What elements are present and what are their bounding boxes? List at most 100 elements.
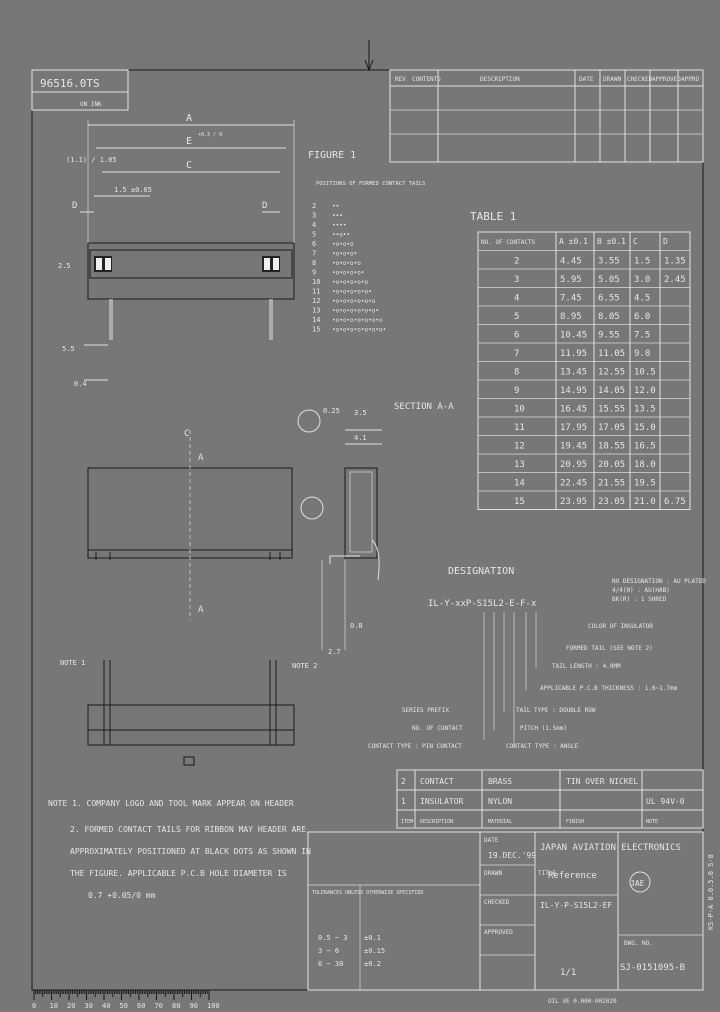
figure-1-position: 6 [312,240,316,248]
dim-left-2: 0.4 [74,380,87,388]
dim-35: 3.5 [354,409,367,417]
table-1-cell: 23.95 [560,497,587,507]
rev-header: DRAWN [603,76,621,83]
table-1-cell: 6.0 [634,312,650,322]
tolerance-value: ±0.2 [364,960,381,968]
figure-1: FIGURE 1 POSITIONS OF FORMED CONTACT TAI… [308,150,425,334]
materials-header: MATERIAL [488,819,512,825]
rev-header: APPRO [681,76,699,83]
company-name: JAPAN AVIATION ELECTRONICS [540,843,681,853]
revision-table: REV CONTENTS DESCRIPTION DATE DRAWN CHEC… [389,69,704,163]
figure-1-dots: •o•o•o•o•o [332,279,369,286]
designation-label: TAIL LENGTH : 4.0MM [552,663,621,670]
table-1-cell: 8.95 [560,312,582,322]
rev-header: APPROVED [652,76,681,83]
rev-header: CHECKED [627,76,653,83]
drawing-number-box [31,69,129,111]
dim-label-d-right: D [262,201,267,211]
rev-header: REV [395,76,406,83]
table-1-cell: 11 [514,423,525,433]
table-1-cell: 8 [514,368,519,378]
ruler-label: 50 [120,1002,128,1010]
checked-label: CHECKED [484,899,510,906]
part-title: IL-Y-P-S15L2-EF [540,901,612,910]
table-1-cell: 21.0 [634,497,656,507]
jae-logo-text: JAE [630,879,645,888]
dim-025: 0.25 [323,407,340,415]
table-1-cell: 8.05 [598,312,620,322]
materials-cell: 1 [401,797,406,806]
figure-1-position: 11 [312,288,320,296]
table-1-title: TABLE 1 [470,210,516,223]
table-1-cell: 21.55 [598,479,625,489]
table-1-cell: 4.45 [560,257,582,267]
materials-cell: NYLON [488,797,512,806]
dim-08: 0.8 [350,622,363,630]
dim-label-b: E [186,136,192,147]
figure-1-dots: ••• [332,213,343,220]
table-1-cell: 11.05 [598,349,625,359]
table-1-cell: 20.95 [560,460,587,470]
section-mark-a-bottom: A [198,605,204,615]
figure-1-dots: •••• [332,222,346,229]
table-1-cell: 1.5 [634,257,650,267]
table-1-cell: 9.55 [598,331,620,341]
figure-1-position: 15 [312,326,320,334]
ruler-label: 80 [172,1002,180,1010]
table-1-header: NO. OF CONTACTS [481,239,536,246]
bottom-view: NOTE 1 NOTE 2 [60,659,317,766]
tolerance-range: 0.5 ~ 3 [318,934,348,942]
designation-label: FORMED TAIL (SEE NOTE 2) [566,645,653,652]
rev-header: CONTENTS [412,76,441,83]
designation-label: BK(R) : 1 SHRED [612,596,667,603]
table-1-cell: 15.55 [598,405,625,415]
figure-1-subtitle: POSITIONS OF FORMED CONTACT TAILS [316,181,425,187]
designation-label: CONTACT TYPE : ANGLE [506,743,579,750]
table-1-cell: 16.45 [560,405,587,415]
rev-header: DESCRIPTION [480,76,520,83]
designation-label: NO. OF CONTACT [412,725,463,732]
note-line: THE FIGURE. APPLICABLE P.C.B HOLE DIAMET… [70,869,287,878]
table-1-cell: 9 [514,386,519,396]
figure-1-dots: •o•o•o•o•o•o• [332,308,379,315]
ruler-label: 30 [85,1002,93,1010]
table-1-cell: 7.5 [634,331,650,341]
figure-1-position: 3 [312,212,316,220]
table-1-cell: 7 [514,349,519,359]
table-1-cell: 12.0 [634,386,656,396]
tolerance-range: 3 ~ 6 [318,947,339,955]
note-2-label: NOTE 2 [292,662,317,670]
materials-cell: CONTACT [420,777,454,786]
materials-cell: TIN OVER NICKEL [566,777,638,786]
table-1-cell: 23.05 [598,497,625,507]
table-1-cell: 3.0 [634,275,650,285]
jae-logo-icon [629,871,651,893]
front-view: C A A [87,429,293,620]
table-1-header: B ±0.1 [597,237,626,246]
tolerance-range: 6 ~ 30 [318,960,343,968]
dwg-label: DWG. NO. [624,940,653,947]
tolerance-value: ±0.15 [364,947,385,955]
designation-label: CONTACT TYPE : PIN CONTACT [368,743,462,750]
table-1-cell: 12 [514,442,525,452]
table-1-cell: 15.0 [634,423,656,433]
table-1-cell: 15 [514,497,525,507]
table-1-cell: 17.05 [598,423,625,433]
table-1-cell: 1.35 [664,257,686,267]
figure-1-dots: •• [332,203,339,210]
table-1-cell: 5 [514,312,519,322]
notes: NOTE 1. COMPANY LOGO AND TOOL MARK APPEA… [48,799,311,900]
dim-label-c: C [186,160,192,171]
dim-41: 4.1 [354,434,367,442]
table-1-cell: 5.95 [560,275,582,285]
figure-1-dots: •o•o•o [332,241,354,248]
materials-cell: BRASS [488,777,512,786]
table-1-cell: 2.45 [664,275,686,285]
table-1-cell: 4 [514,294,519,304]
table-1-cell: 17.95 [560,423,587,433]
ruler-label: 10 [50,1002,58,1010]
table-1-cell: 11.95 [560,349,587,359]
dim-label-a: A [186,113,192,124]
top-view: A E +0.3 / 0 C 1.5 ±0.05 D D (1.1) / 1.0… [58,113,295,388]
